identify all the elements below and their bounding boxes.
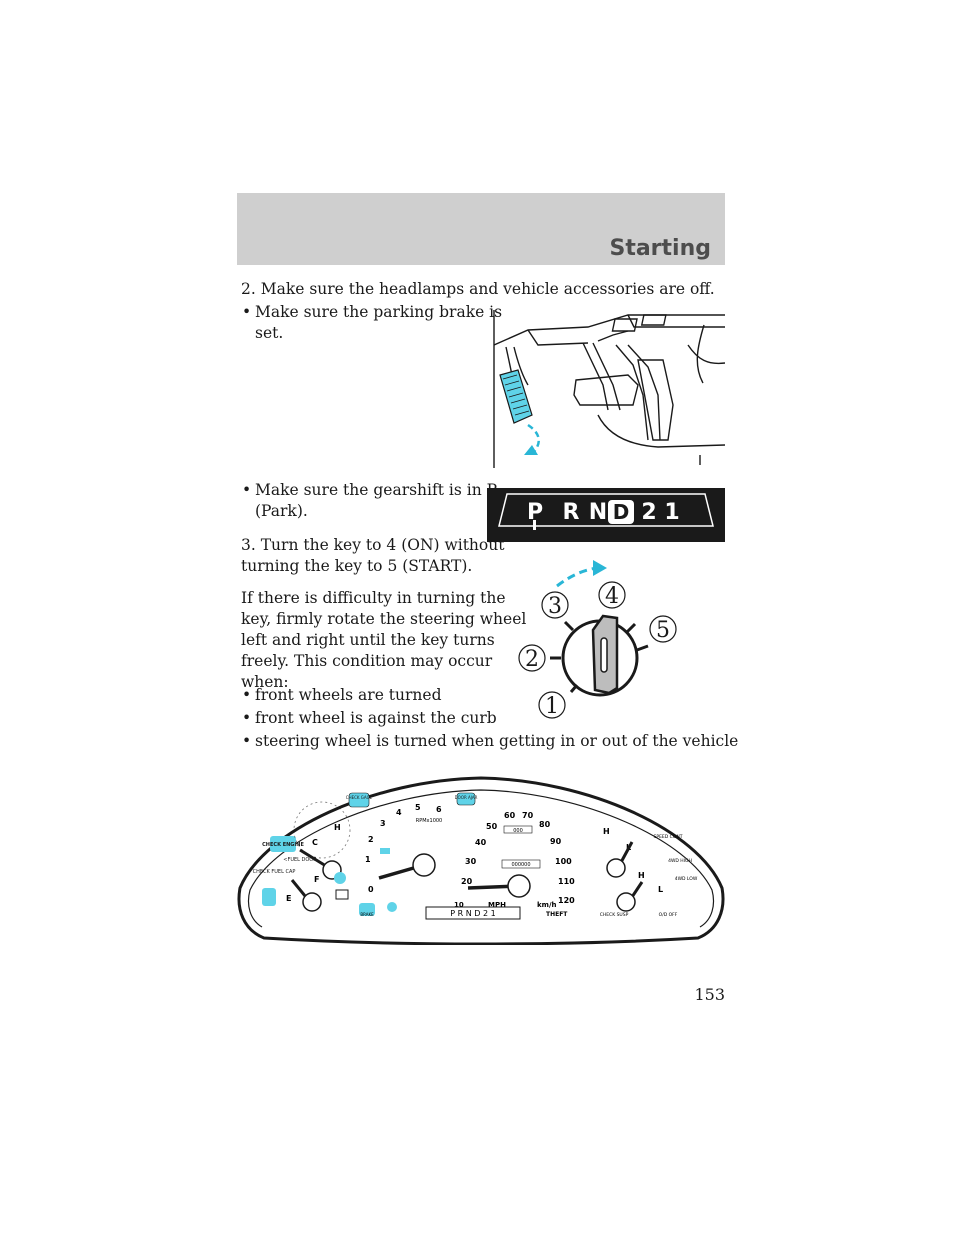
fuel-door-label: <FUEL DOOR <box>283 857 317 863</box>
overdrive-off-lamp: O/D OFF <box>659 912 678 918</box>
mph-tick-40: 40 <box>475 838 487 847</box>
check-suspension-lamp: CHECK SUSP <box>600 912 629 918</box>
theft-lamp: THEFT <box>546 911 568 918</box>
condition-2: front wheel is against the curb <box>242 708 497 729</box>
oil-high-label: H <box>603 827 610 836</box>
rpm-tick-6: 6 <box>436 805 442 814</box>
seatbelt-icon <box>262 888 276 906</box>
cluster-prnd-strip: P R N D 2 1 <box>450 909 495 918</box>
gear-r-label: R <box>563 500 580 525</box>
mph-tick-80: 80 <box>539 820 551 829</box>
temp-cold-label: C <box>312 838 318 847</box>
check-fuel-cap-lamp: CHECK FUEL CAP <box>253 869 296 875</box>
mph-tick-120: 120 <box>558 896 575 905</box>
step-3-line1: 3. Turn the key to 4 (ON) without <box>241 536 505 554</box>
page-number: 153 <box>694 985 725 1004</box>
rpm-tick-2: 2 <box>368 835 374 844</box>
mph-tick-10: 10 <box>454 901 464 909</box>
gear-2-label: 2 <box>641 500 656 525</box>
fuel-empty-label: E <box>286 894 291 903</box>
mph-tick-20: 20 <box>461 877 473 886</box>
check-gage-lamp: CHECK GAGE <box>346 795 373 800</box>
trip-odometer: 000 <box>513 828 523 834</box>
mph-tick-90: 90 <box>550 837 562 846</box>
parking-brake-pedal-illustration <box>493 310 725 468</box>
difficulty-line3: left and right until the key turns <box>241 631 495 649</box>
kmh-label: km/h <box>537 901 557 909</box>
mph-label: MPH <box>488 901 506 909</box>
rpm-tick-4: 4 <box>396 808 402 817</box>
rpm-label: RPMx1000 <box>416 818 443 824</box>
ignition-switch-illustration: 3 4 5 2 1 <box>518 560 677 719</box>
mph-tick-100: 100 <box>555 857 572 866</box>
section-header-band: Starting <box>237 193 725 265</box>
rpm-tick-3: 3 <box>380 819 386 828</box>
mph-tick-70: 70 <box>522 811 534 820</box>
mph-tick-30: 30 <box>465 857 477 866</box>
door-ajar-lamp: DOOR AJAR <box>455 795 478 800</box>
rpm-tick-5: 5 <box>415 803 421 812</box>
temp-hot-label: H <box>334 823 341 832</box>
ignition-pos-1: 1 <box>545 694 559 719</box>
condition-3: steering wheel is turned when getting in… <box>242 731 738 752</box>
gear-p-label: P <box>527 500 543 525</box>
fuel-full-label: F <box>314 875 319 884</box>
mph-tick-60: 60 <box>504 811 516 820</box>
gear-d-label: D <box>613 500 630 524</box>
4wd-high-lamp: 4WD HIGH <box>668 858 692 864</box>
bullet-gearshift-line2: (Park). <box>255 502 308 520</box>
gear-1-label: 1 <box>664 500 679 525</box>
gear-n-label: N <box>589 500 607 525</box>
volt-high-label: H <box>638 871 645 880</box>
4wd-low-lamp: 4WD LOW <box>675 876 698 882</box>
step-2-text: 2. Make sure the headlamps and vehicle a… <box>241 280 715 298</box>
volt-low-label: L <box>658 885 663 894</box>
mph-tick-50: 50 <box>486 822 498 831</box>
mph-tick-110: 110 <box>558 877 575 886</box>
battery-icon <box>380 848 390 854</box>
speed-control-lamp: SPEED CONT <box>654 834 683 840</box>
section-title: Starting <box>609 236 711 261</box>
airbag-icon <box>387 902 397 912</box>
rpm-tick-0: 0 <box>368 885 374 894</box>
bullet-parking-brake-line1: Make sure the parking brake is <box>242 302 502 323</box>
difficulty-line2: key, firmly rotate the steering wheel <box>241 610 527 628</box>
bullet-parking-brake-line2: set. <box>255 324 284 342</box>
check-engine-lamp: CHECK ENGINE <box>262 842 304 848</box>
step-3-line2: turning the key to 5 (START). <box>241 557 473 575</box>
ignition-pos-4: 4 <box>605 584 619 609</box>
odometer: 000000 <box>511 862 530 868</box>
gear-indicator-illustration: P R N D 2 1 <box>487 488 725 542</box>
difficulty-line4: freely. This condition may occur <box>241 652 493 670</box>
rpm-tick-1: 1 <box>365 855 371 864</box>
ignition-pos-3: 3 <box>548 594 562 619</box>
parking-brake-icon <box>334 872 346 884</box>
instrument-cluster-illustration: CHECK GAGE CHECK ENGINE CHECK FUEL CAP <… <box>237 776 725 945</box>
ignition-pos-2: 2 <box>525 647 539 672</box>
condition-1: front wheels are turned <box>242 685 441 706</box>
ignition-pos-5: 5 <box>656 618 670 643</box>
brake-lamp: BRAKE <box>360 912 374 917</box>
difficulty-line1: If there is difficulty in turning the <box>241 589 506 607</box>
bullet-gearshift-line1: Make sure the gearshift is in P <box>242 480 497 501</box>
headlamp-icon <box>335 889 349 900</box>
